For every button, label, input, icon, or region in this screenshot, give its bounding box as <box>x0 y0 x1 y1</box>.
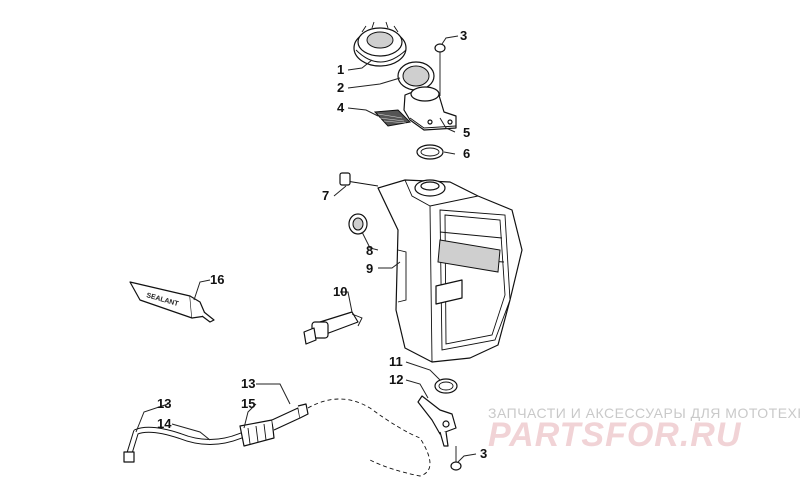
callout-2: 2 <box>337 80 344 95</box>
callout-7: 7 <box>322 188 329 203</box>
callout-14: 14 <box>157 416 172 431</box>
part-drain-fitting <box>417 395 457 447</box>
part-hose-assembly <box>123 398 431 477</box>
part-screw-top <box>434 43 446 96</box>
part-grommet <box>348 213 368 235</box>
callout-5: 5 <box>463 125 470 140</box>
callout-13-right: 13 <box>241 376 255 391</box>
callout-10: 10 <box>333 284 347 299</box>
watermark: ЗАПЧАСТИ И АКСЕССУАРЫ ДЛЯ МОТОТЕХНИКИ PA… <box>488 405 800 454</box>
callout-12: 12 <box>389 372 403 387</box>
callouts: 1 2 3 4 5 6 7 8 9 10 11 12 13 13 14 15 1… <box>157 28 487 461</box>
callout-11: 11 <box>389 354 403 369</box>
callout-9: 9 <box>366 261 373 276</box>
callout-6: 6 <box>463 146 470 161</box>
callout-1: 1 <box>337 62 344 77</box>
watermark-subtitle: ЗАПЧАСТИ И АКСЕССУАРЫ ДЛЯ МОТОТЕХНИКИ <box>488 405 800 421</box>
part-fuel-valve <box>303 311 363 345</box>
callout-3-bottom: 3 <box>480 446 487 461</box>
callout-3-top: 3 <box>460 28 467 43</box>
callout-15: 15 <box>241 396 255 411</box>
callout-4: 4 <box>337 100 345 115</box>
part-o-ring-top <box>416 144 444 160</box>
part-filler-neck <box>403 86 457 131</box>
part-fuel-tank <box>377 179 523 363</box>
part-screw-bottom <box>450 446 462 471</box>
leader-lines <box>135 35 477 463</box>
part-o-ring-lower <box>434 378 458 394</box>
part-gasket <box>397 61 435 91</box>
watermark-logo: PARTSFOR.RU <box>488 416 742 454</box>
part-sealant-tube: SEALANT <box>129 281 215 323</box>
callout-8: 8 <box>366 243 373 258</box>
callout-16: 16 <box>210 272 224 287</box>
part-fuel-cap <box>353 21 407 67</box>
callout-13-left: 13 <box>157 396 171 411</box>
part-bolt <box>339 172 379 187</box>
part-strainer <box>373 109 412 127</box>
